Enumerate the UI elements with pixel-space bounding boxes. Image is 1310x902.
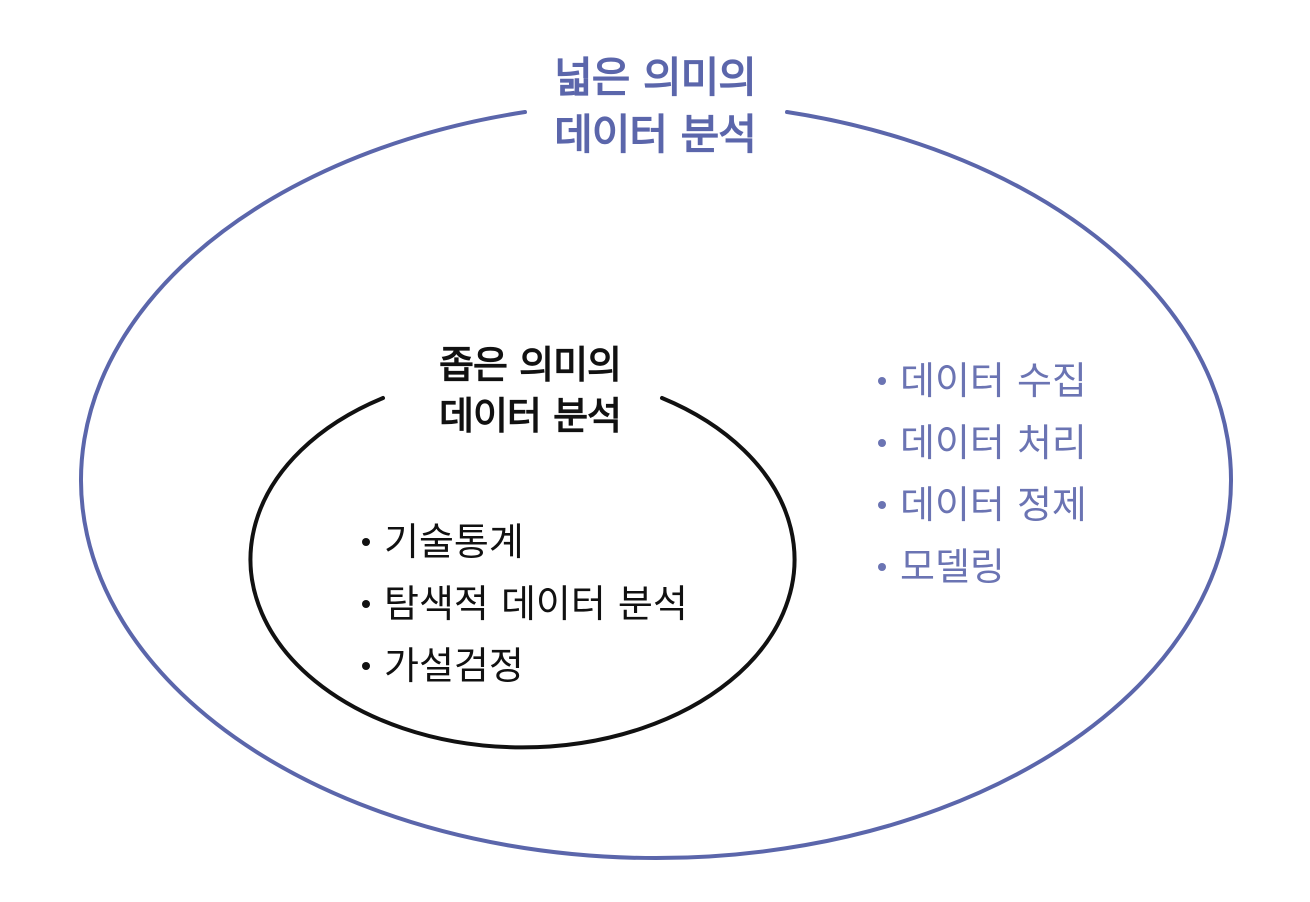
list-item-label: 가설검정 (384, 644, 524, 688)
inner-ellipse (248, 396, 797, 750)
bullet-icon (362, 600, 370, 608)
list-item-label: 데이터 정제 (900, 483, 1087, 527)
list-item: 데이터 정제 (878, 474, 1087, 536)
outer-ellipse (79, 110, 1233, 861)
inner-set-item-list: 기술통계 탐색적 데이터 분석 가설검정 (362, 511, 688, 697)
outer-set-item-list: 데이터 수집 데이터 처리 데이터 정제 모델링 (878, 350, 1087, 598)
inner-title-line2: 데이터 분석 (438, 394, 622, 439)
list-item: 데이터 처리 (878, 412, 1087, 474)
list-item-label: 탐색적 데이터 분석 (384, 582, 688, 626)
list-item-label: 데이터 수집 (900, 359, 1087, 403)
list-item-label: 기술통계 (384, 520, 524, 564)
inner-set-title: 좁은 의미의 데이터 분석 (380, 340, 680, 443)
list-item: 탐색적 데이터 분석 (362, 573, 688, 635)
list-item: 가설검정 (362, 635, 688, 697)
inner-title-line1: 좁은 의미의 (438, 343, 622, 387)
list-item-label: 모델링 (900, 545, 1005, 589)
outer-title-line1: 넓은 의미의 (554, 53, 757, 102)
bullet-icon (362, 538, 370, 546)
bullet-icon (878, 501, 886, 509)
bullet-icon (878, 439, 886, 447)
outer-set-title: 넓은 의미의 데이터 분석 (505, 50, 805, 163)
bullet-icon (878, 563, 886, 571)
bullet-icon (878, 377, 886, 385)
bullet-icon (362, 662, 370, 670)
list-item: 모델링 (878, 536, 1087, 598)
list-item-label: 데이터 처리 (900, 421, 1087, 465)
list-item: 기술통계 (362, 511, 688, 573)
list-item: 데이터 수집 (878, 350, 1087, 412)
outer-title-line2: 데이터 분석 (554, 109, 757, 159)
